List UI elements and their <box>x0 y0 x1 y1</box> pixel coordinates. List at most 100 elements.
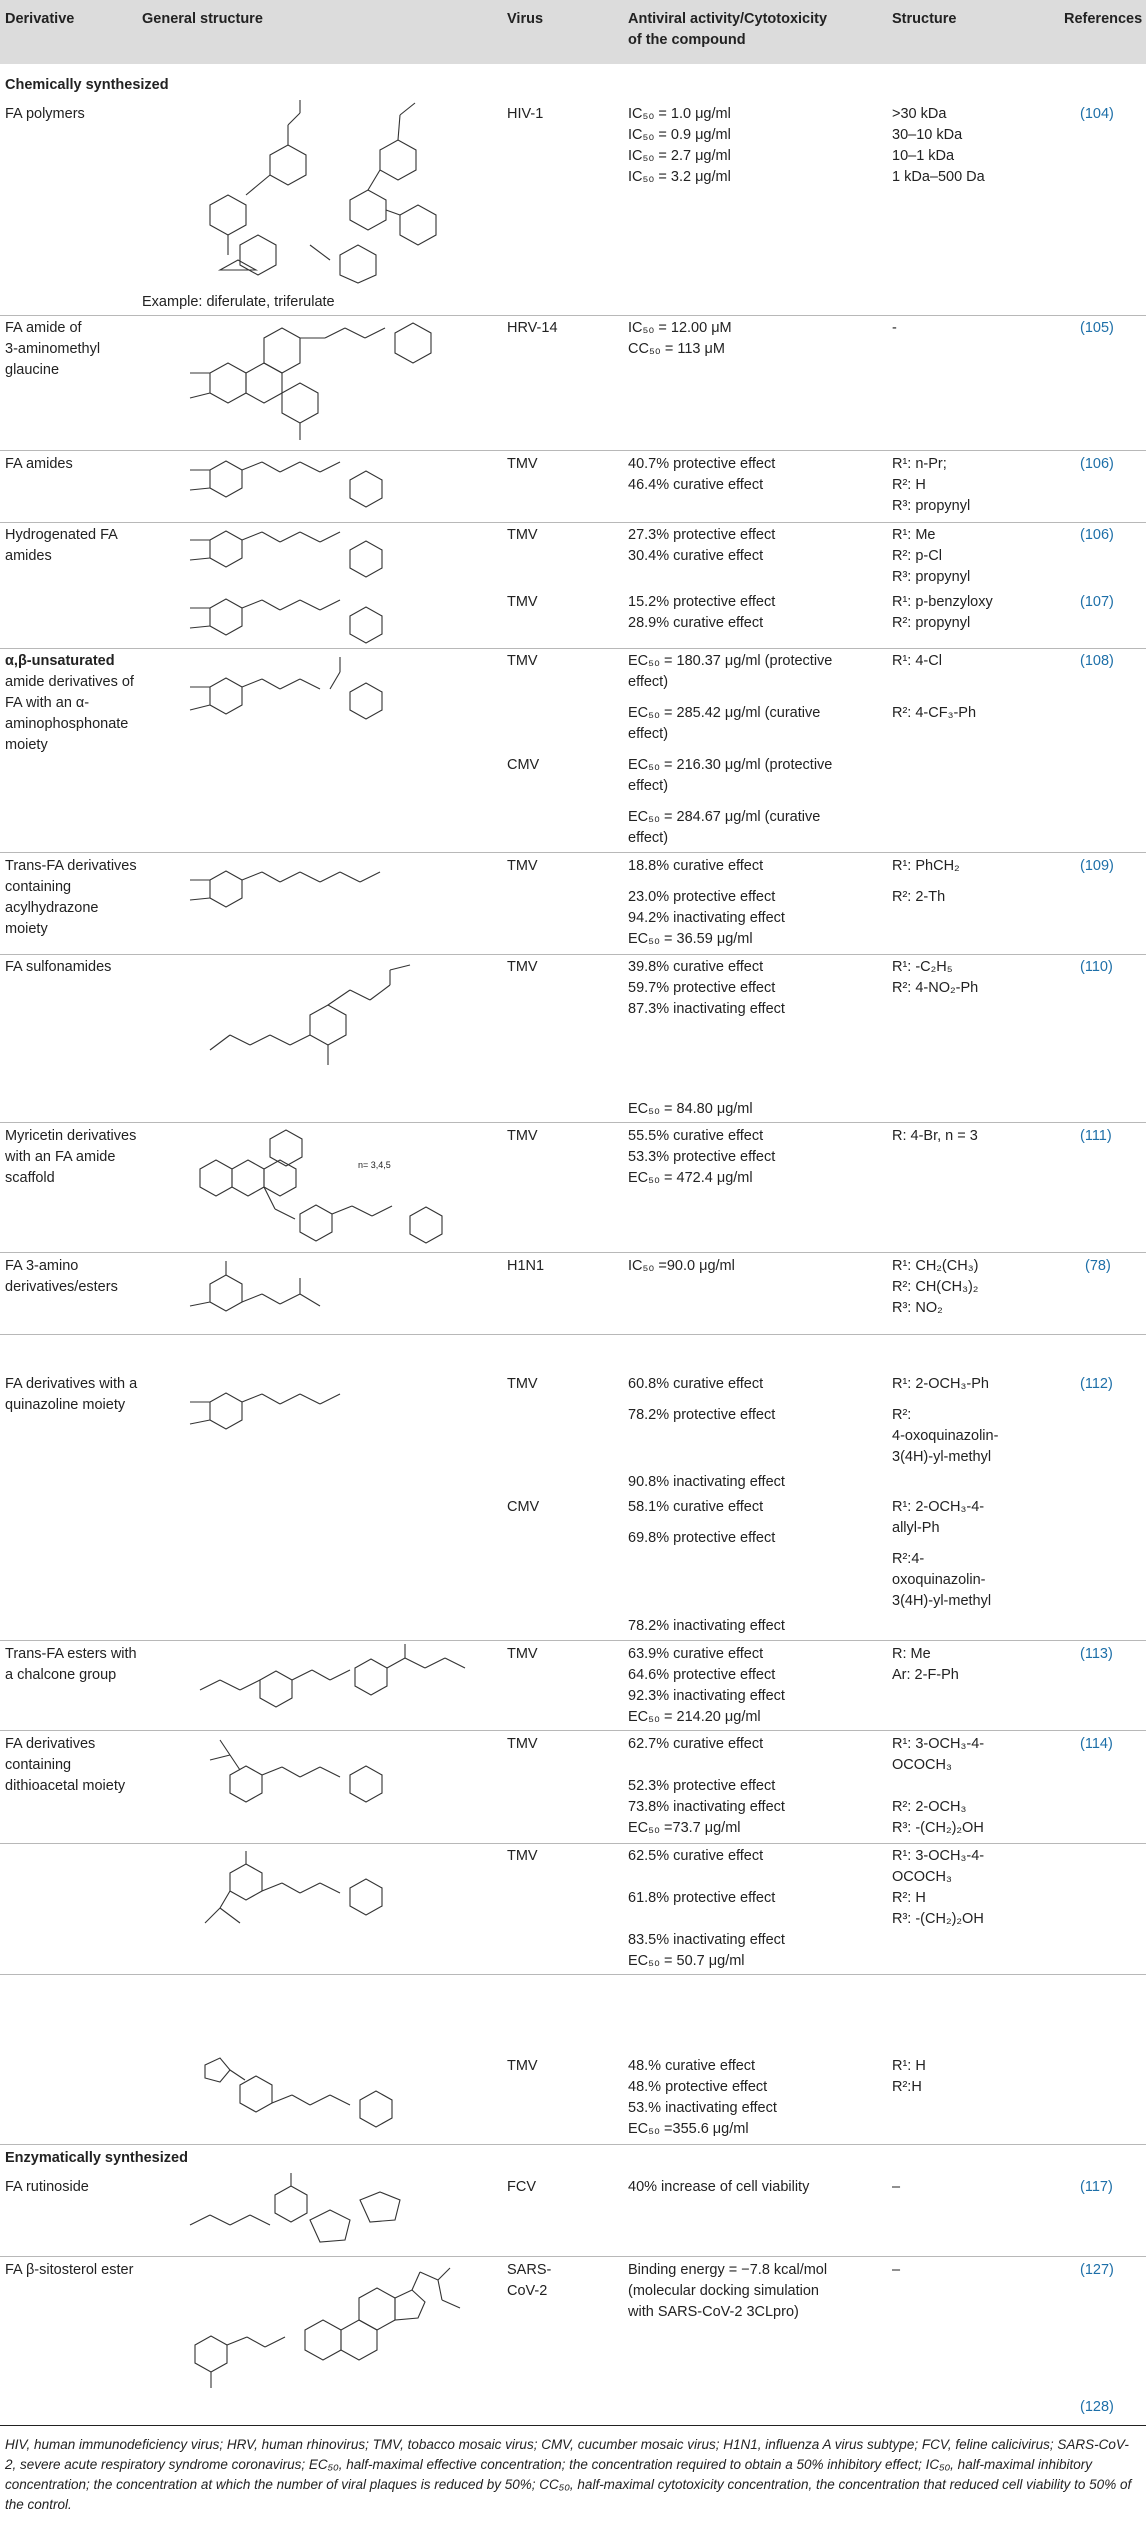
derivative-name: FA 3-amino <box>5 1258 79 1274</box>
activity: effect) <box>628 674 669 690</box>
header-activity: Antiviral activity/Cytotoxicity <box>628 11 828 27</box>
activity: EC₅₀ = 36.59 μg/ml <box>628 931 753 947</box>
structure-diagram <box>180 95 490 285</box>
structure-value: R³: propynyl <box>892 498 971 514</box>
structure-label: n= 3,4,5 <box>358 1160 391 1170</box>
row-divider <box>0 450 1146 451</box>
reference-link[interactable]: (113) <box>1080 1646 1113 1662</box>
structure-value: R¹: 2-OCH₃-Ph <box>892 1376 989 1392</box>
structure-value: – <box>892 2179 901 2195</box>
activity: IC₅₀ =90.0 μg/ml <box>628 1258 735 1274</box>
activity: 78.2% protective effect <box>628 1407 776 1423</box>
activity: 94.2% inactivating effect <box>628 910 785 926</box>
activity: EC₅₀ = 214.20 μg/ml <box>628 1709 761 1725</box>
derivative-name: aminophosphonate <box>5 716 129 732</box>
activity: 83.5% inactivating effect <box>628 1932 785 1948</box>
reference-link[interactable]: (112) <box>1080 1376 1113 1392</box>
activity: 48.% protective effect <box>628 2079 768 2095</box>
structure-value: OCOCH₃ <box>892 1869 952 1885</box>
derivative-name: FA β-sitosterol ester <box>5 2262 134 2278</box>
reference-link[interactable]: (104) <box>1080 106 1114 122</box>
row-divider <box>0 315 1146 316</box>
activity: 40.7% protective effect <box>628 456 776 472</box>
activity: 30.4% curative effect <box>628 548 764 564</box>
activity: 60.8% curative effect <box>628 1376 764 1392</box>
virus: TMV <box>507 2058 538 2074</box>
structure-value: R²:4- <box>892 1551 925 1567</box>
reference-link[interactable]: (106) <box>1080 456 1114 472</box>
structure-diagram <box>180 1256 380 1336</box>
virus: H1N1 <box>507 1258 545 1274</box>
structure-value: R¹: H <box>892 2058 926 2074</box>
activity: IC₅₀ = 3.2 μg/ml <box>628 169 731 185</box>
derivative-name: Trans-FA derivatives <box>5 858 137 874</box>
row-divider <box>0 1122 1146 1123</box>
structure-value: R²: CH(CH₃)₂ <box>892 1279 979 1295</box>
activity: 59.7% protective effect <box>628 980 776 996</box>
activity: (molecular docking simulation <box>628 2283 819 2299</box>
reference-link[interactable]: (127) <box>1080 2262 1114 2278</box>
structure-value: OCOCH₃ <box>892 1757 952 1773</box>
activity: 28.9% curative effect <box>628 615 764 631</box>
activity: 40% increase of cell viability <box>628 2179 810 2195</box>
reference-link[interactable]: (105) <box>1080 320 1114 336</box>
reference-link[interactable]: (114) <box>1080 1736 1113 1752</box>
structure-diagram <box>180 2260 480 2410</box>
reference-link[interactable]: (108) <box>1080 653 1114 669</box>
virus: TMV <box>507 653 538 669</box>
structure-value: R³: NO₂ <box>892 1300 943 1316</box>
activity: EC₅₀ = 284.67 μg/ml (curative <box>628 809 821 825</box>
structure-value: R¹: Me <box>892 527 936 543</box>
structure-value: R¹: CH₂(CH₃) <box>892 1258 979 1274</box>
row-divider <box>0 1640 1146 1641</box>
reference-link[interactable]: (111) <box>1080 1128 1112 1144</box>
derivative-name: a chalcone group <box>5 1667 117 1683</box>
virus: TMV <box>507 1128 538 1144</box>
activity: 15.2% protective effect <box>628 594 776 610</box>
activity: 64.6% protective effect <box>628 1667 776 1683</box>
row-divider <box>0 2256 1146 2257</box>
reference-link[interactable]: (110) <box>1080 959 1113 975</box>
activity: 62.5% curative effect <box>628 1848 764 1864</box>
virus: FCV <box>507 2179 536 2195</box>
header-activity-2: of the compound <box>628 32 746 48</box>
reference-link[interactable]: (106) <box>1080 527 1114 543</box>
structure-value: R¹: 3-OCH₃-4- <box>892 1736 985 1752</box>
derivative-name: Trans-FA esters with <box>5 1646 137 1662</box>
activity: 53.% inactivating effect <box>628 2100 777 2116</box>
table-footnote: HIV, human immunodeficiency virus; HRV, … <box>5 2435 1135 2515</box>
structure-value: R³: -(CH₂)₂OH <box>892 1911 984 1927</box>
activity: 69.8% protective effect <box>628 1530 776 1546</box>
section-chemically-synthesized: Chemically synthesized <box>5 77 169 93</box>
reference-link[interactable]: (107) <box>1080 594 1114 610</box>
activity: 90.8% inactivating effect <box>628 1474 785 1490</box>
virus: HIV-1 <box>507 106 544 122</box>
activity: 92.3% inactivating effect <box>628 1688 785 1704</box>
virus: TMV <box>507 594 538 610</box>
activity: 48.% curative effect <box>628 2058 756 2074</box>
derivative-name: FA polymers <box>5 106 85 122</box>
structure-diagram <box>180 318 480 448</box>
derivative-name: FA amides <box>5 456 73 472</box>
derivative-name: amide derivatives of <box>5 674 134 690</box>
structure-value: 10–1 kDa <box>892 148 955 164</box>
structure-value: R²: <box>892 1407 912 1423</box>
reference-link[interactable]: (109) <box>1080 858 1114 874</box>
structure-value: R¹: 4-Cl <box>892 653 942 669</box>
activity: 73.8% inactivating effect <box>628 1799 785 1815</box>
derivative-name: acylhydrazone <box>5 900 99 916</box>
activity: EC₅₀ = 50.7 μg/ml <box>628 1953 745 1969</box>
row-divider <box>0 1974 1146 1975</box>
structure-diagram <box>190 1848 450 1948</box>
structure-value: R³: propynyl <box>892 569 971 585</box>
reference-link[interactable]: (117) <box>1080 2179 1113 2195</box>
activity: EC₅₀ = 285.42 μg/ml (curative <box>628 705 821 721</box>
structure-value: R¹: 3-OCH₃-4- <box>892 1848 985 1864</box>
structure-diagram <box>180 860 440 920</box>
reference-link[interactable]: (128) <box>1080 2399 1114 2415</box>
structure-caption: Example: diferulate, triferulate <box>142 294 335 310</box>
structure-value: oxoquinazolin- <box>892 1572 986 1588</box>
structure-value: R¹: p-benzyloxy <box>892 594 993 610</box>
reference-link[interactable]: (78) <box>1085 1258 1111 1274</box>
